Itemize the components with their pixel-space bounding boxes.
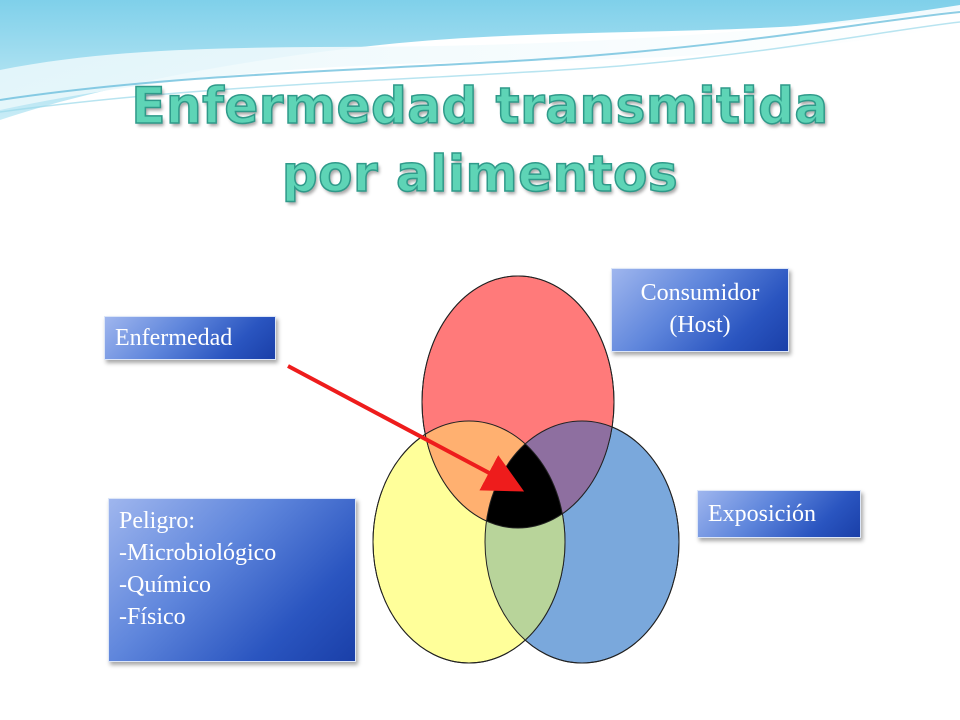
peligro-outline <box>372 420 566 664</box>
enfermedad-arrow <box>287 364 525 492</box>
enfermedad-text: Enfermedad <box>115 325 233 351</box>
exposicion-text: Exposición <box>708 501 816 527</box>
peligro-line-1: Peligro: <box>119 508 195 534</box>
enfermedad-label: Enfermedad <box>104 316 276 360</box>
consumidor-label: Consumidor (Host) <box>611 268 789 352</box>
wave-line-2 <box>0 21 960 113</box>
peligro-line-4: -Físico <box>119 604 186 630</box>
exposicion-label: Exposición <box>697 490 861 538</box>
wave-line <box>0 11 960 101</box>
consumidor-line-1: Consumidor <box>640 280 760 306</box>
peligro-line-2: -Microbiológico <box>119 540 277 566</box>
exposicion-outline <box>484 420 680 664</box>
peligro-label: Peligro: -Microbiológico -Químico -Físic… <box>108 498 356 662</box>
slide-title: Enfermedad transmitida por alimentos <box>131 76 829 204</box>
consumidor-outline <box>421 275 615 529</box>
wave-highlight <box>0 5 960 110</box>
wave-top <box>0 0 960 120</box>
peligro-line-3: -Químico <box>119 572 211 598</box>
consumidor-line-2: (Host) <box>669 312 731 338</box>
